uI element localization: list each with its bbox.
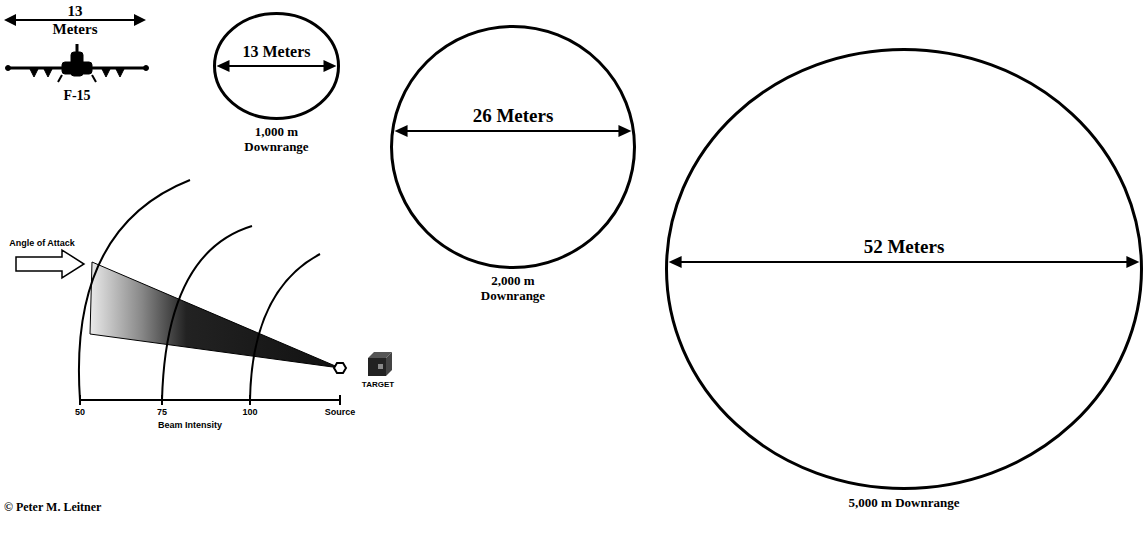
figure-label: 13 Meters [45,2,105,38]
target-cube [368,352,392,376]
figure-label: F-15 [40,88,114,104]
downrange-label: 2,000 m Downrange [458,273,568,303]
wavefront-arcs [79,180,320,400]
attack-arrow [16,250,84,278]
downrange-label: 5,000 m Downrange [844,495,964,510]
range-circle: 52 Meters5,000 m Downrange [665,48,1143,490]
diameter-label: 26 Meters [468,101,558,131]
range-circle: 26 Meters2,000 m Downrange [390,25,636,269]
beam-source [334,363,346,373]
figure-label: Angle of Attack [2,238,82,249]
range-circle: 13 Meters1,000 m Downrange [213,12,340,120]
figure-label: 100 [236,407,264,418]
f15-silhouette [6,44,149,82]
figure-label: 50 [66,407,94,418]
circle-outline [665,48,1143,490]
downrange-label: 1,000 m Downrange [227,124,327,154]
diameter-label: 52 Meters [859,232,949,262]
figure-label: TARGET [354,380,402,390]
circle-outline [390,25,636,269]
figure-label: Source [314,407,366,418]
figure-label: © Peter M. Leitner [4,500,204,514]
beam-cone [90,262,340,368]
figure-label: 75 [148,407,176,418]
figure-label: Beam Intensity [130,420,250,431]
intensity-axis [80,395,340,405]
diameter-label: 13 Meters [242,38,312,66]
circle-outline [213,12,340,120]
